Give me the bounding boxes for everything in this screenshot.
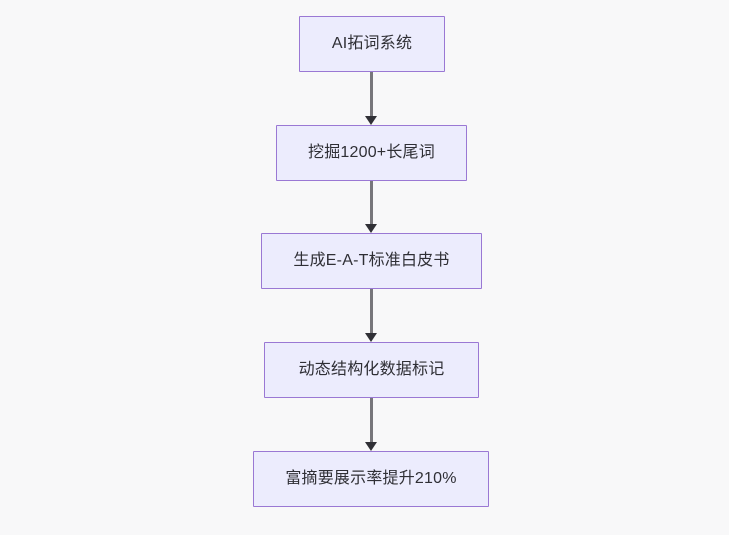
flowchart-node-rich-snippet-rate-increase[interactable]: 富摘要展示率提升210% xyxy=(253,451,489,507)
arrowhead-icon xyxy=(365,116,377,125)
node-label: 挖掘1200+长尾词 xyxy=(308,144,435,162)
edge-line xyxy=(369,181,373,224)
node-label: AI拓词系统 xyxy=(331,35,413,53)
arrowhead-icon xyxy=(365,442,377,451)
edge-line xyxy=(369,72,373,116)
flowchart-node-generate-eat-whitepaper[interactable]: 生成E-A-T标准白皮书 xyxy=(261,233,482,289)
arrowhead-icon xyxy=(365,333,377,342)
edge-line xyxy=(369,398,373,442)
arrowhead-icon xyxy=(365,224,377,233)
node-label: 动态结构化数据标记 xyxy=(298,361,445,379)
flowchart-node-ai-keyword-system[interactable]: AI拓词系统 xyxy=(299,16,445,72)
flowchart-node-dynamic-structured-data-markup[interactable]: 动态结构化数据标记 xyxy=(264,342,479,398)
flowchart-node-mine-longtail-keywords[interactable]: 挖掘1200+长尾词 xyxy=(276,125,467,181)
node-label: 富摘要展示率提升210% xyxy=(285,470,457,488)
node-label: 生成E-A-T标准白皮书 xyxy=(293,252,450,270)
edge-line xyxy=(369,289,373,333)
